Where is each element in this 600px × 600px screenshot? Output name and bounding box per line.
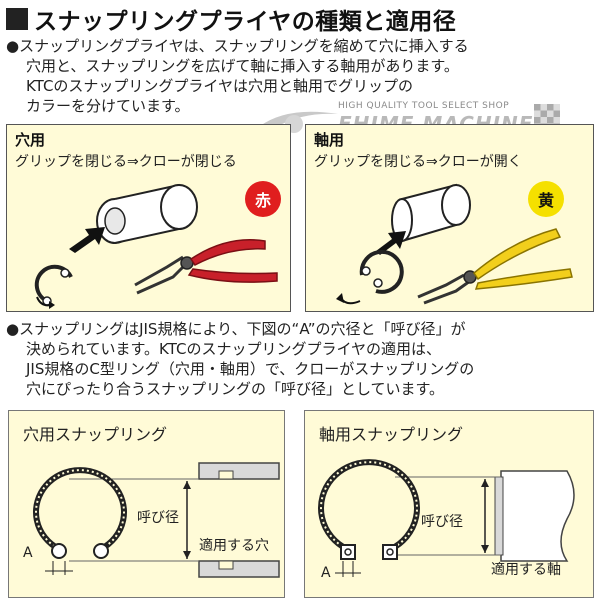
intro-line: ●スナップリングプライヤは、スナップリングを縮めて穴に挿入する: [6, 37, 469, 55]
jis-line: 決められています。KTCのスナップリングプライヤの適用は、: [26, 340, 442, 358]
shaft-pliers-illustration: [336, 183, 573, 305]
jis-line: ●スナップリングはJIS規格により、下図の“A”の穴径と「呼び径」が: [6, 320, 466, 338]
hole-a-label: A: [23, 545, 33, 561]
yellow-grip-badge: 黄: [528, 181, 564, 217]
shaft-a-label: A: [321, 565, 331, 581]
title-square-icon: [6, 8, 28, 30]
watermark-tagline: HIGH QUALITY TOOL SELECT SHOP: [338, 101, 510, 111]
shaft-ring-diagram: [318, 459, 575, 577]
jis-line: 穴にぴったり合うスナップリングの「呼び径」としています。: [26, 380, 445, 398]
shaft-applicable-label: 適用する軸: [491, 562, 561, 578]
hole-snap-ring-panel: 穴用スナップリング 呼び径 適用する穴 A: [8, 410, 285, 598]
shaft-use-subtitle: グリップを閉じる⇒クローが開く: [314, 154, 522, 170]
hole-ring-diagram: [33, 462, 280, 578]
shaft-use-title: 軸用: [314, 131, 345, 149]
hole-applicable-label: 適用する穴: [199, 538, 269, 554]
intro-paragraph: ●スナップリングプライヤは、スナップリングを縮めて穴に挿入する 穴用と、スナップ…: [6, 36, 469, 116]
intro-line: 穴用と、スナップリングを広げて軸に挿入する軸用があります。: [26, 57, 459, 75]
shaft-nominal-label: 呼び径: [421, 514, 463, 530]
shaft-ring-title: 軸用スナップリング: [319, 425, 464, 444]
shaft-use-panel: 軸用 グリップを閉じる⇒クローが開く 黄: [305, 124, 594, 312]
hole-use-subtitle: グリップを閉じる⇒クローが閉じる: [15, 154, 237, 170]
hole-pliers-illustration: [34, 183, 278, 309]
hole-nominal-label: 呼び径: [137, 510, 179, 526]
hole-ring-title: 穴用スナップリング: [23, 425, 168, 444]
hole-use-panel: 穴用 グリップを閉じる⇒クローが閉じる 赤: [6, 124, 291, 312]
title-text: スナップリングプライヤの種類と適用径: [34, 9, 457, 35]
page-title: スナップリングプライヤの種類と適用径: [6, 3, 456, 35]
red-grip-badge: 赤: [245, 181, 281, 217]
jis-line: JIS規格のC型リング（穴用・軸用）で、クローがスナップリングの: [26, 360, 475, 378]
intro-line: KTCのスナップリングプライヤは穴用と軸用でグリップの: [26, 77, 413, 95]
intro-line: カラーを分けています。: [26, 97, 190, 115]
hole-use-title: 穴用: [15, 131, 46, 149]
shaft-snap-ring-panel: 軸用スナップリング 呼び径 適用する軸 A: [304, 410, 594, 598]
jis-paragraph: ●スナップリングはJIS規格により、下図の“A”の穴径と「呼び径」が 決められて…: [6, 319, 474, 399]
